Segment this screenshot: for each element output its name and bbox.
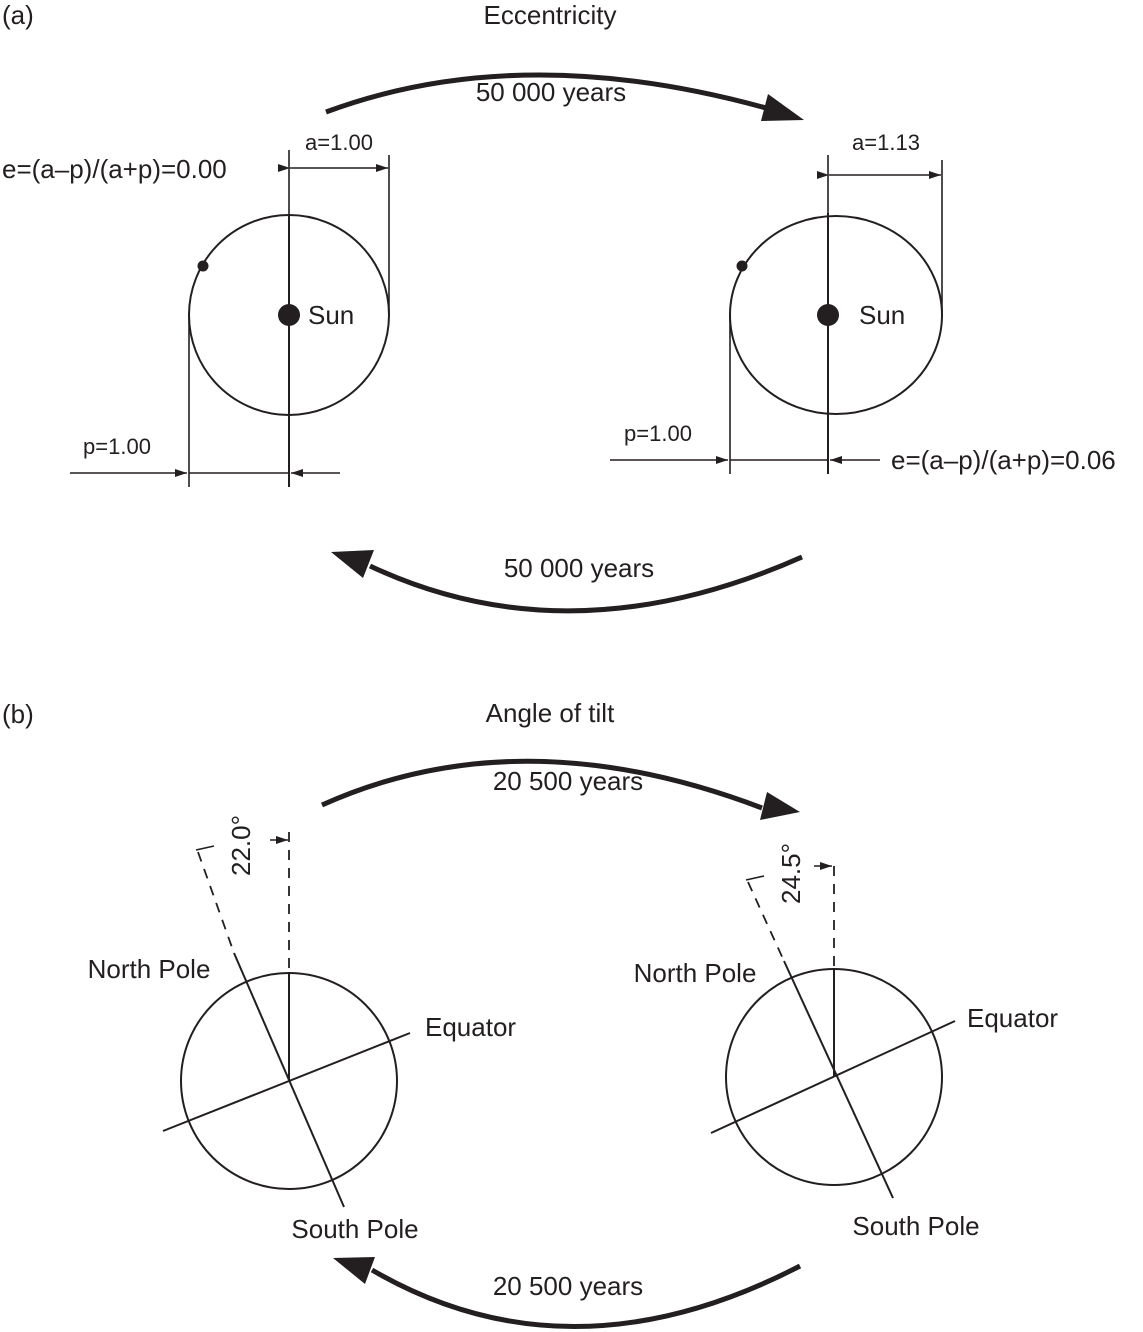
bottom-cycle-arrowhead-a [331,550,374,578]
earth-icon [197,260,209,272]
tilt-title: Angle of tilt [486,698,615,728]
eccentricity-formula-left: e=(a–p)/(a+p)=0.00 [2,154,227,184]
bottom-cycle-arrow-a [368,554,804,614]
tilt-label-left: 22.0° [226,815,256,876]
a-label-left: a=1.00 [305,130,373,155]
bottom-period-label-b: 20 500 years [493,1271,643,1301]
equator-line-left [162,1032,411,1132]
a-label-right: a=1.13 [852,130,920,155]
sun-icon [278,304,300,326]
top-cycle-arrow-b [320,758,763,811]
top-cycle-arrow-a [325,72,767,115]
panel-b-label: (b) [2,699,34,729]
rotation-axis-right [783,960,894,1199]
equator-label-right: Equator [967,1003,1058,1033]
north-pole-label-left: North Pole [88,954,211,984]
south-pole-label-left: South Pole [291,1214,418,1244]
equator-label-left: Equator [425,1012,516,1042]
left-globe: 22.0° North Pole South Pole Equator [88,815,517,1244]
bottom-cycle-arrow-b [370,1263,802,1329]
top-cycle-arrowhead-b [760,792,800,820]
top-period-label-a: 50 000 years [476,77,626,107]
bottom-cycle-arrowhead-b [333,1257,375,1284]
right-globe: 24.5° North Pole South Pole Equator [634,843,1059,1241]
eccentricity-title: Eccentricity [484,0,617,30]
p-label-right: p=1.00 [624,421,692,446]
panel-a-label: (a) [2,0,34,30]
south-pole-label-right: South Pole [852,1211,979,1241]
north-pole-label-right: North Pole [634,958,757,988]
tilt-label-right: 24.5° [776,843,806,904]
right-orbit: Sun a=1.13 p=1.00 e=(a–p)/(a+p)=0.06 [610,130,1116,475]
bottom-period-label-a: 50 000 years [504,553,654,583]
rotation-axis-dashed-right [747,881,785,962]
sun-icon [817,304,839,326]
sun-label-left: Sun [308,300,354,330]
panel-b: (b) Angle of tilt 20 500 years 20 500 ye… [2,698,1059,1329]
sun-label-right: Sun [859,300,905,330]
tilt-arc-left [195,845,215,851]
earth-icon [736,260,748,272]
left-orbit: Sun a=1.00 p=1.00 e=(a–p)/(a+p)=0.00 [2,130,390,487]
equator-line-right [710,1020,956,1134]
tilt-arc-right [745,875,765,881]
panel-a: (a) Eccentricity 50 000 years 50 000 yea… [2,0,1116,614]
top-cycle-arrowhead-a [761,94,804,121]
top-period-label-b: 20 500 years [493,766,643,796]
eccentricity-formula-right: e=(a–p)/(a+p)=0.06 [891,445,1116,475]
p-label-left: p=1.00 [83,434,151,459]
